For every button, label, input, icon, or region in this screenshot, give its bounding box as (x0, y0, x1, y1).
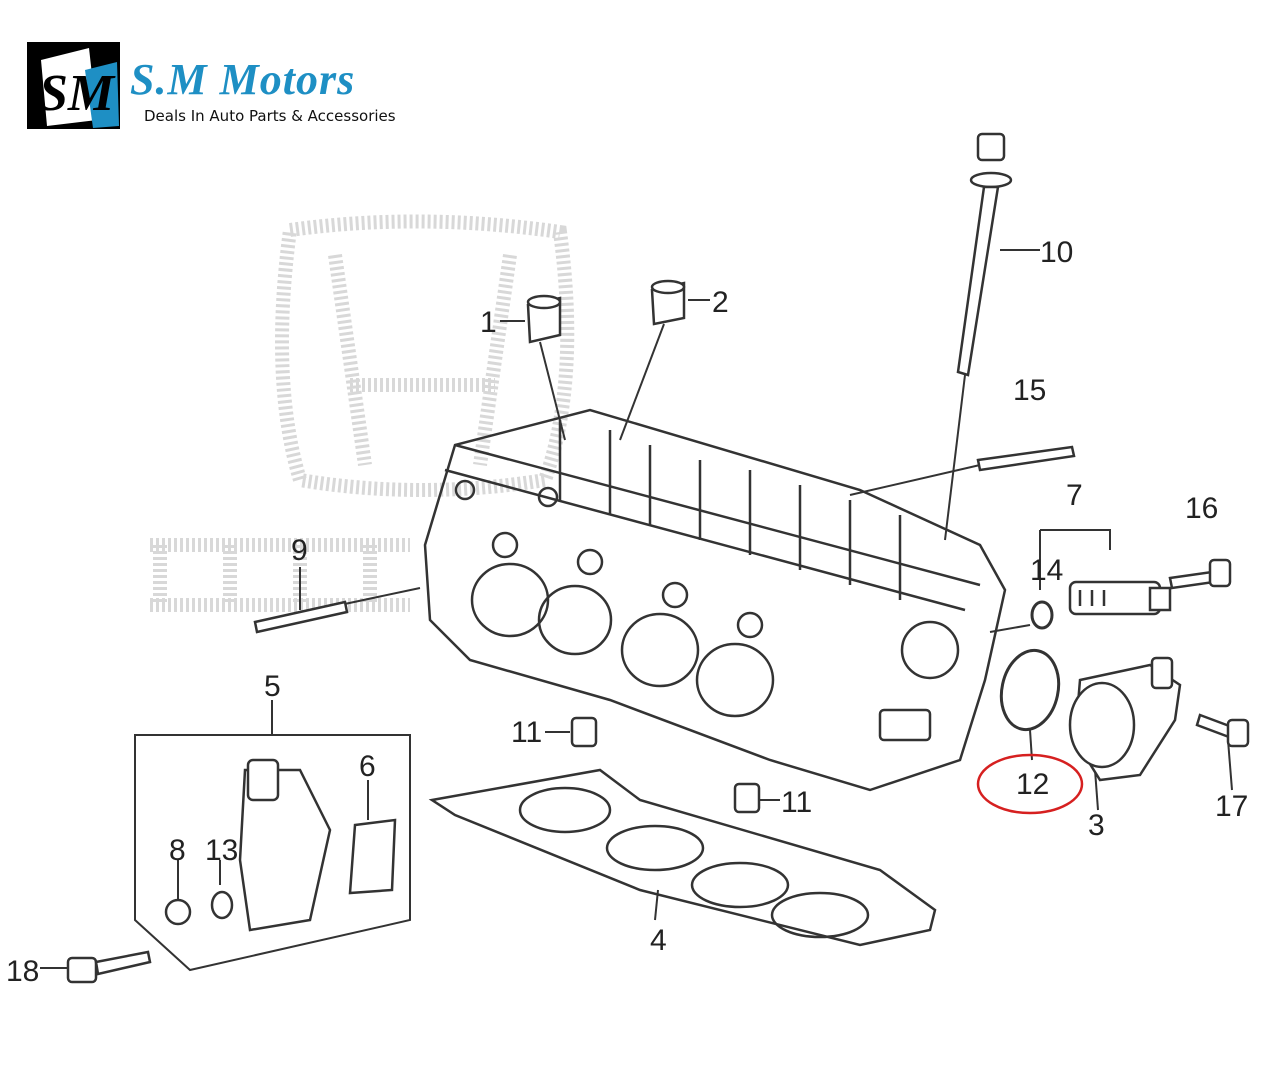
part-plug-1 (526, 294, 562, 344)
callout-17: 17 (1215, 790, 1248, 823)
part-dowel-11 (570, 716, 761, 814)
watermark-logo (150, 214, 575, 612)
part-bolt-16 (1168, 558, 1232, 590)
callout-1: 1 (480, 306, 497, 339)
part-bolt-10 (956, 132, 1013, 377)
part-oring-12 (999, 648, 1061, 732)
leader-lines (40, 249, 1233, 969)
part-stud-15 (976, 445, 1076, 472)
part-housing-3 (1068, 656, 1182, 782)
callout-11a: 11 (511, 716, 542, 749)
callout-9: 9 (291, 534, 308, 567)
part-sensor-7 (1068, 580, 1172, 616)
callout-6: 6 (359, 750, 376, 783)
logo-letters: SM (39, 65, 116, 122)
callout-8: 8 (169, 834, 186, 867)
callout-14: 14 (1030, 554, 1063, 587)
callout-13: 13 (205, 834, 238, 867)
part-stud-9 (253, 600, 349, 634)
callout-18: 18 (6, 955, 39, 988)
brand-logo: SM (27, 42, 120, 129)
part-bolt-17 (1195, 713, 1250, 748)
callout-11b: 11 (781, 786, 812, 819)
callout-7: 7 (1066, 479, 1083, 512)
cylinder-head (423, 408, 1007, 792)
logo-mark: SM (27, 42, 120, 129)
callout-labels: 1 2 3 4 5 6 7 8 9 10 11 11 12 13 14 15 1… (6, 236, 1248, 988)
callout-12: 12 (1016, 768, 1049, 801)
callout-16: 16 (1185, 492, 1218, 525)
callout-4: 4 (650, 924, 667, 957)
part-bolt-18 (66, 950, 152, 984)
callout-2: 2 (712, 286, 729, 319)
callout-5: 5 (264, 670, 281, 703)
part-plug-2 (650, 279, 686, 326)
brand-name: S.M Motors (130, 55, 356, 104)
part-oring-14 (1030, 600, 1054, 630)
callout-15: 15 (1013, 374, 1046, 407)
callout-10: 10 (1040, 236, 1073, 269)
highlight-ring-12 (976, 753, 1084, 815)
part-gasket-4 (428, 768, 937, 947)
callout-3: 3 (1088, 809, 1105, 842)
part-group-5 (134, 734, 411, 972)
brand-tagline: Deals In Auto Parts & Accessories (144, 107, 396, 125)
